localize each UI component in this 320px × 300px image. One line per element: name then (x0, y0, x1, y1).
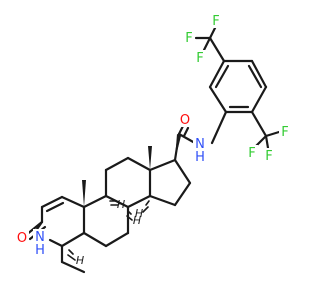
wedge-c10-methyl (82, 180, 86, 207)
stereo-h-c8: H (133, 214, 141, 227)
bond-c11-c12 (104, 156, 130, 172)
bond-c1-c2-double (45, 201, 65, 213)
bond-c2-c3 (60, 195, 86, 209)
stereo-h-c5: H (76, 254, 84, 267)
bond-camide-n (177, 132, 197, 145)
oxygen-label-amide: O (180, 113, 190, 128)
hydrogen-label-amide: H (195, 150, 205, 165)
bond-ar4-ar5 (250, 59, 268, 89)
oxygen-label-lactam: O (17, 231, 27, 246)
hash-c14-h-1 (145, 200, 150, 206)
bond-cf3right-f2 (264, 134, 270, 150)
molecule-canvas: F F F F F F O N H O N H (15, 13, 291, 274)
hash-c5-h-2 (67, 254, 76, 261)
bond-c4-c5 (60, 231, 86, 248)
bond-c14-c8 (126, 194, 152, 209)
bond-lines (24, 24, 281, 274)
bond-ar2-ar3 (208, 59, 226, 89)
fluorine-label-top-1: F (212, 14, 219, 29)
bond-cf3top-f3 (202, 36, 212, 52)
stereo-h-c9: H (117, 198, 125, 211)
nitrogen-label-lactam: N (35, 230, 45, 245)
bond-c10-c9 (82, 194, 108, 209)
bond-ar2-ar3-inner (214, 64, 230, 89)
wedge-c13-methyl (148, 146, 152, 170)
bond-c9-c8 (104, 194, 130, 209)
bond-n-ar1 (210, 110, 228, 145)
bond-c12-c13 (126, 156, 152, 172)
bond-ar1-ar2 (208, 85, 228, 114)
bond-c5-n (48, 238, 64, 248)
hashed-bonds (67, 200, 150, 261)
bond-ar4-ar5-inner (247, 64, 263, 89)
fluorine-label-right-3: F (248, 146, 255, 161)
fluorine-label-top-3: F (196, 51, 203, 66)
hash-c5-h-1 (68, 249, 74, 255)
bond-c16-c15 (173, 181, 192, 207)
bond-cf3right-f3 (254, 134, 268, 148)
bond-cf3right-f1 (264, 130, 281, 138)
hash-c8-h-1 (127, 210, 132, 215)
bond-c17-c16 (173, 158, 192, 185)
bond-c6-c5 (82, 231, 108, 248)
bond-c13-c17 (148, 158, 177, 172)
fluorine-label-right-2: F (265, 149, 272, 164)
hash-c8-h-2 (126, 215, 133, 221)
nitrogen-label-amide: N (195, 137, 205, 152)
wedge-c17-amide (175, 134, 181, 160)
bond-ar6-cf3right (250, 110, 268, 138)
bond-ar5-ar6 (250, 85, 268, 114)
bond-ar3-cf3top (208, 36, 226, 63)
bond-camide-o (177, 124, 185, 136)
hash-c14-h-2 (142, 206, 149, 213)
bond-camide-o-double (182, 126, 190, 138)
hydrogen-label-lactam: H (35, 243, 45, 258)
bond-c15-c14 (148, 194, 177, 207)
fluorine-label-right-1: F (281, 125, 288, 140)
stereo-h-c14: H (135, 207, 143, 220)
fluorine-label-top-2: F (185, 31, 192, 46)
bond-c7-c6 (104, 231, 130, 248)
dutasteride-structure: F F F F F F O N H O N H (15, 13, 291, 274)
bond-c4a-c6 (60, 260, 86, 274)
atom-labels: F F F F F F O N H O N H (15, 13, 291, 267)
bond-c1-c2 (40, 195, 64, 209)
